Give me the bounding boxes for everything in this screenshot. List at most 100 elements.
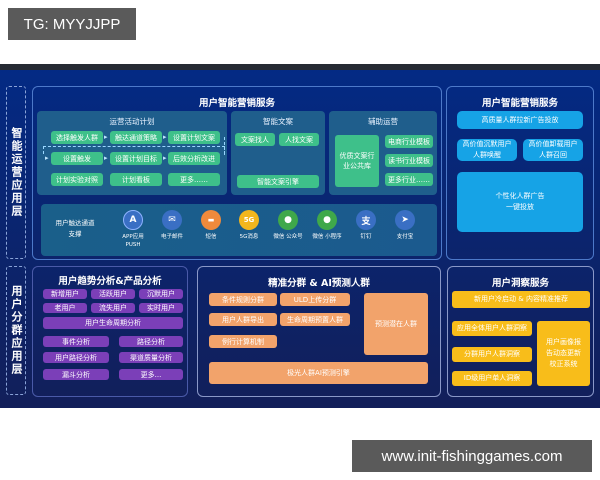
panel-segmentation: 精准分群 & AI预测人群 条件规则分群 ULD上传分群 用户人群导出 生命周期…	[197, 266, 441, 397]
wechat-official-icon: ●	[278, 210, 298, 230]
flow-connector	[43, 146, 225, 154]
channel-name: APP应用 PUSH	[122, 234, 144, 248]
step-set-trigger[interactable]: 设置触发	[51, 152, 103, 165]
segment-insight[interactable]: 分群用户人群洞察	[452, 347, 532, 362]
mail-icon: ✉	[162, 210, 182, 230]
panel-title: 精准分群 & AI预测人群	[268, 278, 370, 289]
cold-start-recommend[interactable]: 新用户冷启动 & 内容精准推荐	[452, 291, 590, 308]
sms-icon: ▬	[201, 210, 221, 230]
arrow-icon: ▸	[104, 133, 108, 141]
watermark-bottom: www.init-fishinggames.com	[352, 440, 592, 472]
panel-trend-analysis: 用户趋势分析&产品分析 新增用户 活跃用户 沉默用户 老用户 流失用户 实时用户…	[32, 266, 188, 397]
channel-sms[interactable]: ▬ 短信	[193, 210, 229, 241]
architecture-diagram: 智能运营应用层 用户分群应用层 用户智能营销服务 运营活动计划 选择触发人群 ▸…	[0, 64, 600, 408]
event-analysis[interactable]: 事件分析	[43, 336, 109, 347]
personalized-ad[interactable]: 个性化人群广告一键投放	[457, 172, 583, 232]
panel-title: 用户趋势分析&产品分析	[58, 276, 162, 287]
uld-upload[interactable]: ULD上传分群	[280, 293, 350, 306]
layer-label-text: 智能运营应用层	[10, 127, 23, 218]
more-analysis[interactable]: 更多...	[119, 369, 183, 380]
channel-label: 用户触达通道支撑	[55, 219, 95, 238]
section-title: 智能文案	[263, 117, 293, 126]
channel-quality-analysis[interactable]: 渠道质量分析	[119, 352, 183, 363]
step-post-analysis[interactable]: 后效分析改进	[168, 152, 220, 165]
path-analysis[interactable]: 路径分析	[119, 336, 183, 347]
lifecycle-preset-crowd[interactable]: 生命周期预置人群	[280, 313, 350, 326]
channel-name: 电子邮件	[160, 234, 183, 240]
portrait-report-system[interactable]: 用户画像报告动态更新校正系统	[537, 321, 590, 386]
ops-plan-section: 运营活动计划 选择触发人群 ▸ 触达通道策略 ▸ 设置计划文案 ▸ 设置触发 ▸…	[37, 111, 227, 195]
realtime-users[interactable]: 实时用户	[139, 303, 183, 313]
ai-prediction-engine[interactable]: 极光人群AI预测引擎	[209, 362, 428, 384]
layer-label-segmentation: 用户分群应用层	[6, 266, 26, 395]
alipay-icon: ➤	[395, 210, 415, 230]
rule-segmentation[interactable]: 条件规则分群	[209, 293, 277, 306]
crowd-export[interactable]: 用户人群导出	[209, 313, 277, 326]
people-find-copy[interactable]: 人找文案	[279, 133, 319, 146]
copy-engine[interactable]: 智能文案引擎	[237, 175, 319, 188]
channel-name: 短信	[205, 234, 217, 240]
step-channel-strategy[interactable]: 触达通道策略	[110, 131, 162, 144]
channel-email[interactable]: ✉ 电子邮件	[154, 210, 190, 241]
predict-potential-crowd[interactable]: 预测潜在人群	[364, 293, 428, 355]
channel-name: 钉钉	[360, 234, 372, 240]
channel-wechat-official[interactable]: ● 微信 公众号	[270, 210, 306, 241]
step-plan-board[interactable]: 计划看板	[110, 173, 162, 186]
panel-title: 用户智能营销服务	[198, 98, 275, 109]
section-title: 运营活动计划	[109, 117, 155, 126]
lifecycle-analysis[interactable]: 用户生命周期分析	[43, 317, 183, 329]
routine-computation[interactable]: 例行计算机制	[209, 335, 277, 348]
wechat-mini-icon: ●	[317, 210, 337, 230]
uninstall-user-recall[interactable]: 高价值卸载用户人群召回	[523, 139, 583, 161]
panel-smart-marketing: 用户智能营销服务 运营活动计划 选择触发人群 ▸ 触达通道策略 ▸ 设置计划文案…	[32, 86, 442, 260]
channel-name: 微信 小程序	[312, 234, 342, 240]
id-level-insight[interactable]: ID级用户单人洞察	[452, 371, 532, 386]
channel-5g[interactable]: 5G 5G消息	[231, 210, 267, 241]
step-ab-test[interactable]: 计划实验对照	[51, 173, 103, 186]
funnel-analysis[interactable]: 漏斗分析	[43, 369, 109, 380]
silent-users[interactable]: 沉默用户	[139, 289, 183, 299]
arrow-icon: ▸	[163, 133, 167, 141]
arrow-icon: ▸	[163, 154, 167, 162]
step-plan-goal[interactable]: 设置计划目标	[110, 152, 162, 165]
panel-title: 用户智能营销服务	[481, 98, 558, 109]
silent-user-wakeup[interactable]: 高价值沉默用户人群唤醒	[457, 139, 517, 161]
section-title: 辅助运营	[368, 117, 398, 126]
layer-label-text: 用户分群应用层	[10, 285, 23, 376]
new-users[interactable]: 新增用户	[43, 289, 87, 299]
panel-insight: 用户洞察服务 新用户冷启动 & 内容精准推荐 应用全体用户人群洞察 分群用户人群…	[447, 266, 594, 397]
step-plan-copy[interactable]: 设置计划文案	[168, 131, 220, 144]
arrow-icon: ▸	[104, 154, 108, 162]
copy-library[interactable]: 优质文案行业公共库	[335, 135, 379, 187]
copy-find-people[interactable]: 文案找人	[235, 133, 275, 146]
watermark-top: TG: MYYJJPP	[8, 8, 136, 40]
ad-acquisition[interactable]: 高质量人群拉新广告投放	[457, 111, 583, 129]
step-select-crowd[interactable]: 选择触发人群	[51, 131, 103, 144]
app-store-icon: A	[123, 210, 143, 230]
channel-dingtalk[interactable]: 支 钉钉	[348, 210, 384, 241]
active-users[interactable]: 活跃用户	[91, 289, 135, 299]
panel-smart-marketing-right: 用户智能营销服务 高质量人群拉新广告投放 高价值沉默用户人群唤醒 高价值卸载用户…	[446, 86, 594, 260]
old-users[interactable]: 老用户	[43, 303, 87, 313]
channel-name: 支付宝	[396, 234, 414, 240]
arrow-icon: ▸	[45, 154, 49, 162]
5g-icon: 5G	[239, 210, 259, 230]
layer-label-ops: 智能运营应用层	[6, 86, 26, 259]
channel-name: 5G消息	[239, 234, 259, 240]
channel-wechat-mini[interactable]: ● 微信 小程序	[309, 210, 345, 241]
template-reading[interactable]: 读书行业模板	[385, 154, 433, 167]
all-user-insight[interactable]: 应用全体用户人群洞察	[452, 321, 532, 336]
channel-support-bar: 用户触达通道支撑 A APP应用 PUSH ✉ 电子邮件 ▬ 短信 5G 5G消…	[41, 204, 437, 256]
channel-name: 微信 公众号	[273, 234, 303, 240]
smart-copy-section: 智能文案 文案找人 人找文案 智能文案引擎	[231, 111, 325, 195]
channel-alipay[interactable]: ➤ 支付宝	[387, 210, 423, 241]
user-path-analysis[interactable]: 用户路径分析	[43, 352, 109, 363]
aux-ops-section: 辅助运营 优质文案行业公共库 电商行业模板 读书行业模板 更多行业……	[329, 111, 437, 195]
dingtalk-icon: 支	[356, 210, 376, 230]
template-ecommerce[interactable]: 电商行业模板	[385, 135, 433, 148]
channel-app-push[interactable]: A APP应用 PUSH	[115, 210, 151, 249]
step-more[interactable]: 更多……	[168, 173, 220, 186]
template-more[interactable]: 更多行业……	[385, 173, 433, 186]
panel-title: 用户洞察服务	[491, 278, 549, 289]
churned-users[interactable]: 流失用户	[91, 303, 135, 313]
